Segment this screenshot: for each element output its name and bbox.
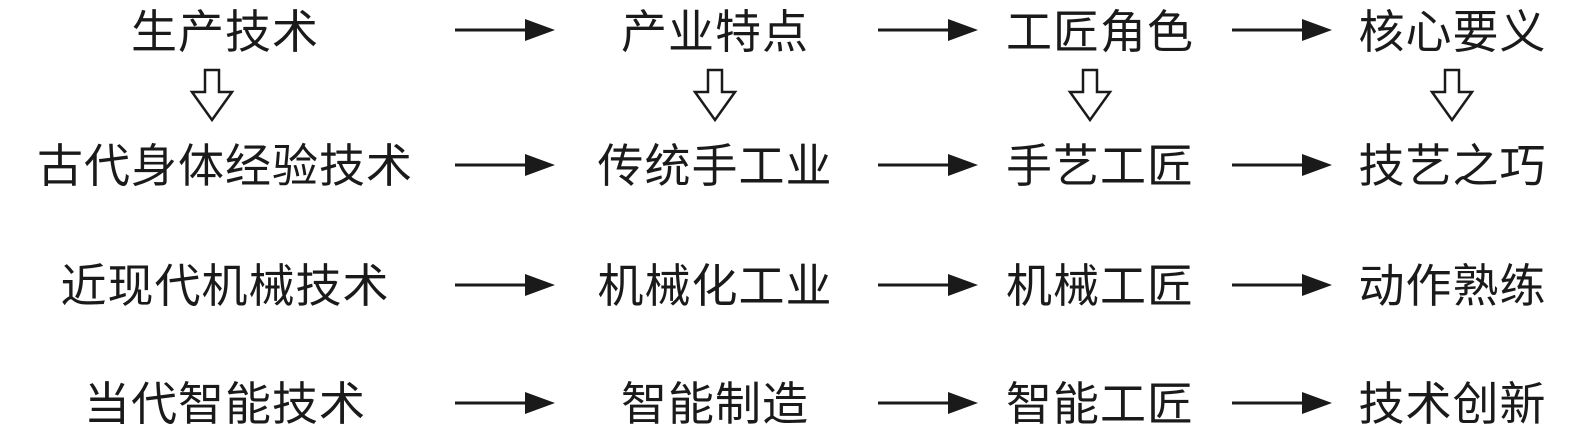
right-arrow-icon (876, 152, 980, 178)
right-arrow-icon (1230, 152, 1334, 178)
hollow-down-arrow-icon (1068, 68, 1112, 122)
row1-core-essence: 技艺之巧 (1358, 139, 1547, 193)
row2-craftsman-role: 机械工匠 (1006, 259, 1194, 313)
header-core-essence: 核心要义 (1358, 5, 1547, 59)
right-arrow-icon (453, 17, 557, 43)
right-arrow-icon (453, 390, 557, 416)
row1-craftsman-role: 手艺工匠 (1006, 139, 1194, 193)
hollow-down-arrow-icon (190, 68, 234, 122)
right-arrow-icon (1230, 272, 1334, 298)
row1-industry-characteristics: 传统手工业 (597, 139, 833, 193)
row3-core-essence: 技术创新 (1358, 377, 1547, 431)
row2-industry-characteristics: 机械化工业 (597, 259, 833, 313)
right-arrow-icon (1230, 390, 1334, 416)
header-production-technology: 生产技术 (131, 5, 319, 59)
hollow-down-arrow-icon (693, 68, 737, 122)
right-arrow-icon (876, 390, 980, 416)
header-craftsman-role: 工匠角色 (1006, 5, 1194, 59)
row3-craftsman-role: 智能工匠 (1006, 377, 1194, 431)
right-arrow-icon (876, 17, 980, 43)
header-industry-characteristics: 产业特点 (621, 5, 809, 59)
row1-production-technology: 古代身体经验技术 (37, 139, 413, 193)
row3-production-technology: 当代智能技术 (84, 377, 366, 431)
row2-production-technology: 近现代机械技术 (60, 259, 390, 313)
right-arrow-icon (876, 272, 980, 298)
row3-industry-characteristics: 智能制造 (621, 377, 809, 431)
right-arrow-icon (453, 272, 557, 298)
row2-core-essence: 动作熟练 (1358, 259, 1547, 313)
hollow-down-arrow-icon (1430, 68, 1474, 122)
right-arrow-icon (453, 152, 557, 178)
right-arrow-icon (1230, 17, 1334, 43)
